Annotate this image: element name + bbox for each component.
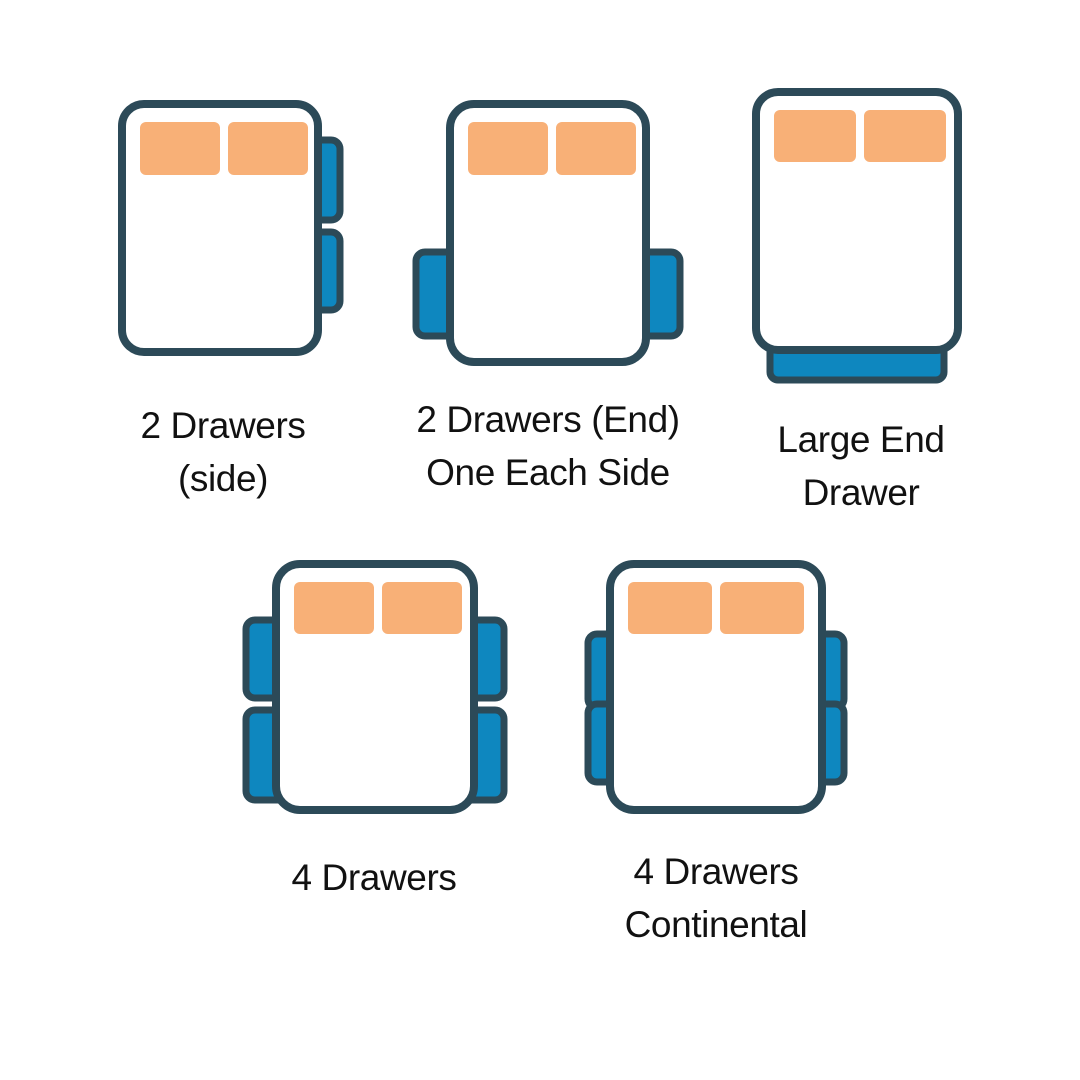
bed-option-two-drawers-end-one-each-side[interactable]: 2 Drawers (End) One Each Side bbox=[398, 92, 698, 499]
bed-option-large-end-drawer[interactable]: Large End Drawer bbox=[742, 80, 980, 519]
bed-option-label: 4 Drawers Continental bbox=[624, 851, 808, 945]
pillow-right bbox=[228, 122, 308, 175]
pillow-left bbox=[140, 122, 220, 175]
pillow-right bbox=[556, 122, 636, 175]
pillow-left bbox=[774, 110, 856, 162]
pillow-left bbox=[628, 582, 712, 634]
pillow-left bbox=[468, 122, 548, 175]
bed-option-four-drawers[interactable]: 4 Drawers bbox=[238, 552, 510, 905]
bed-option-two-drawers-side[interactable]: 2 Drawers (side) bbox=[88, 92, 358, 505]
pillow-right bbox=[720, 582, 804, 634]
bed-option-label: 2 Drawers (side) bbox=[140, 405, 306, 499]
bed-diagram-two-drawers-end bbox=[412, 100, 684, 366]
bed-diagram-two-drawers-side bbox=[118, 100, 344, 356]
bed-option-label: Large End Drawer bbox=[777, 419, 945, 513]
pillow-right bbox=[864, 110, 946, 162]
pillow-right bbox=[382, 582, 462, 634]
bed-option-label: 4 Drawers bbox=[291, 857, 457, 898]
bed-diagram-four-drawers bbox=[242, 560, 508, 814]
pillow-left bbox=[294, 582, 374, 634]
bed-diagram-four-drawers-continental bbox=[584, 560, 848, 814]
bed-option-four-drawers-continental[interactable]: 4 Drawers Continental bbox=[576, 552, 856, 951]
bed-diagram-large-end-drawer bbox=[752, 88, 962, 384]
bed-option-label: 2 Drawers (End) One Each Side bbox=[416, 399, 680, 493]
